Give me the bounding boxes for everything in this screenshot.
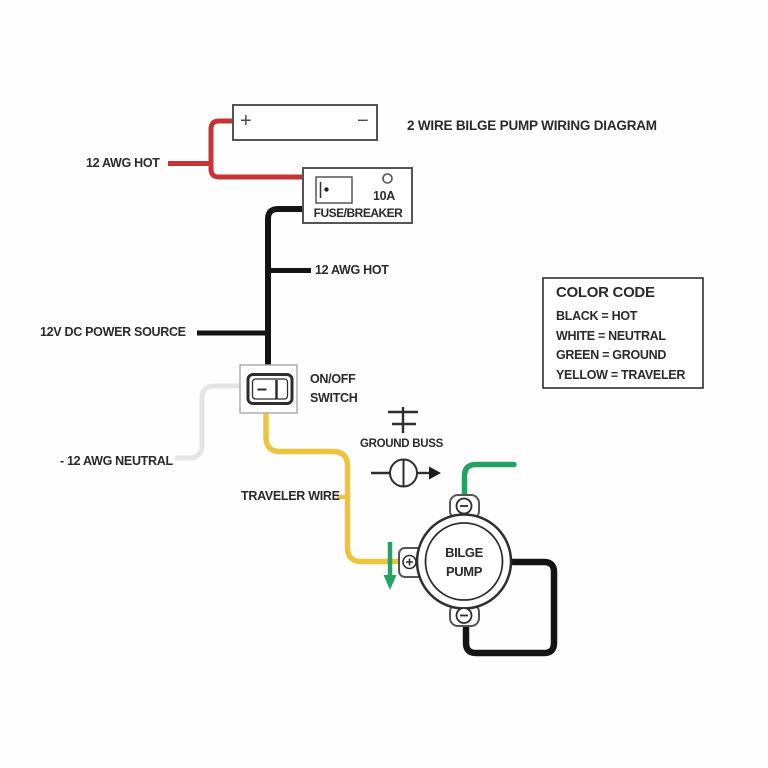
white-neutral-wire (174, 383, 243, 461)
label-neutral: - 12 AWG NEUTRAL (60, 454, 173, 468)
fuse-breaker-label: FUSE/BREAKER (313, 206, 403, 220)
green-arrow-head (383, 575, 397, 590)
switch-rocker-inner (251, 378, 289, 400)
color-code-line-yellow: YELLOW = TRAVELER (556, 368, 686, 383)
red-hot-wire (168, 118, 304, 180)
color-code-box (542, 277, 704, 389)
label-hot-fuse: 12 AWG HOT (315, 263, 389, 277)
black-pump-loop-wire (462, 558, 558, 657)
pump-label: BILGE PUMP (445, 545, 483, 579)
fuse-element-dot (324, 187, 329, 192)
label-hot-battery: 12 AWG HOT (86, 156, 160, 170)
ground-symbol (388, 407, 418, 433)
black-hot-wire (265, 206, 304, 366)
green-ground-wire (461, 461, 517, 505)
color-code-line-black: BLACK = HOT (556, 309, 638, 323)
battery-box (232, 104, 378, 141)
label-traveler: TRAVELER WIRE (241, 489, 340, 503)
label-ground-buss: GROUND BUSS (360, 438, 443, 450)
label-power-source: 12V DC POWER SOURCE (40, 325, 186, 339)
ground-buss-arrowhead (429, 466, 441, 480)
color-code-legend: COLOR CODE BLACK = HOT WHITE = NEUTRAL G… (556, 284, 706, 386)
switch-rocker-outer (246, 373, 294, 405)
color-code-line-green: GREEN = GROUND (556, 348, 667, 363)
diagram-title: 2 WIRE BILGE PUMP WIRING DIAGRAM (407, 118, 657, 133)
fuse-element-box (315, 176, 353, 204)
yellow-traveler-wire (263, 412, 401, 565)
pump-terminal-left-plus (406, 558, 413, 566)
breaker-reset-circle (382, 173, 393, 184)
switch-label: ON/OFF SWITCH (310, 372, 358, 405)
color-code-heading: COLOR CODE (556, 284, 655, 301)
pump-body-inner (424, 522, 504, 601)
battery-negative-sign: − (357, 110, 369, 132)
color-code-line-white: WHITE = NEUTRAL (556, 328, 666, 343)
fuse-rating: 10A (373, 189, 396, 203)
battery-positive-sign: + (240, 110, 252, 132)
